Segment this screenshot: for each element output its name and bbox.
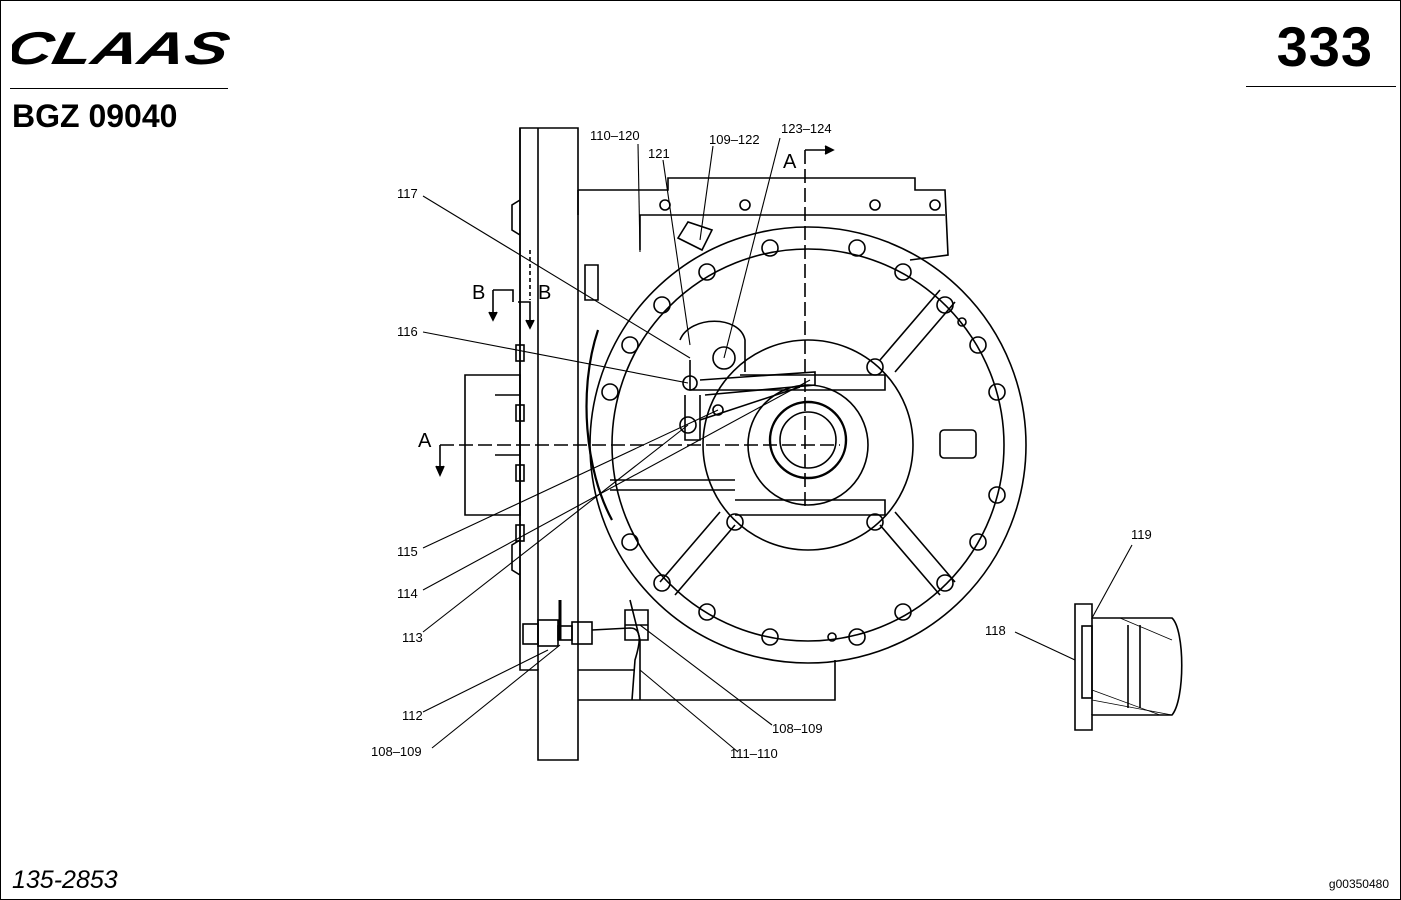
image-id: g00350480 xyxy=(1328,877,1389,891)
callout-labels: 117 116 115 114 113 112 108–109 111–110 … xyxy=(371,121,1152,761)
section-marker-a-top: A xyxy=(783,151,797,173)
callout-110-120: 110–120 xyxy=(590,128,640,143)
vertical-rail xyxy=(511,127,579,761)
leader-lines xyxy=(422,137,1133,753)
group-code: BGZ 09040 xyxy=(12,98,178,134)
callout-116: 116 xyxy=(397,324,418,339)
callout-112: 112 xyxy=(402,708,423,723)
logo-underline xyxy=(10,88,228,89)
claas-logo: CLAAS xyxy=(12,24,234,70)
section-marker-b-right: B xyxy=(538,282,551,304)
svg-text:CLAAS: CLAAS xyxy=(12,24,234,70)
bottom-housing xyxy=(578,599,836,701)
callout-119: 119 xyxy=(1131,527,1152,542)
callout-113: 113 xyxy=(402,630,423,645)
top-housing xyxy=(577,177,949,301)
callout-109-122: 109–122 xyxy=(709,132,760,147)
callout-117: 117 xyxy=(397,186,418,201)
callout-108-109-right: 108–109 xyxy=(772,721,823,736)
section-lines xyxy=(435,145,840,510)
callout-108-109-left: 108–109 xyxy=(371,744,422,759)
section-marker-a-left: A xyxy=(418,430,432,452)
callout-118: 118 xyxy=(985,623,1006,638)
callout-123-124: 123–124 xyxy=(781,121,832,136)
section-marker-b-left: B xyxy=(472,282,485,304)
callout-121: 121 xyxy=(648,146,670,161)
callout-114: 114 xyxy=(397,586,418,601)
side-housing xyxy=(464,344,525,542)
callout-115: 115 xyxy=(397,544,418,559)
catalog-number: 135-2853 xyxy=(12,866,118,894)
lube-fitting-left xyxy=(522,619,641,701)
detail-seal-view xyxy=(1074,603,1183,731)
callout-111-110: 111–110 xyxy=(730,746,778,761)
lube-fitting-right xyxy=(624,609,649,641)
lever-assembly xyxy=(679,320,816,441)
page-number-underline xyxy=(1246,86,1396,87)
page-number: 333 xyxy=(1276,15,1373,78)
pipe-bracket-top xyxy=(676,221,714,252)
